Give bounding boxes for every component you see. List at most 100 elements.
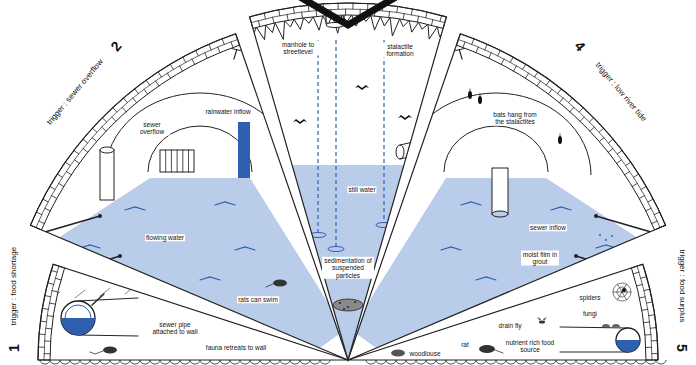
stalactite [78, 112, 84, 115]
brick-joint [74, 160, 79, 164]
brick-joint [489, 53, 492, 58]
drip-ripple [376, 223, 392, 228]
brick-joint [579, 108, 583, 112]
floor-scallop [230, 360, 240, 364]
brick-joint [644, 321, 650, 323]
wall-hatch [75, 290, 85, 298]
wall-hatch [100, 288, 110, 296]
brick-joint [617, 150, 622, 154]
brick-joint [580, 117, 584, 121]
brick-joint [83, 149, 88, 153]
floor-scallop [486, 360, 496, 364]
floor-scallop [200, 360, 210, 364]
brick-joint [46, 328, 52, 330]
water-wave [110, 282, 130, 285]
brick-joint [367, 4, 368, 10]
floor-scallop [606, 360, 616, 364]
brick-joint [633, 272, 639, 274]
sediment-patch [333, 299, 363, 311]
brick-joint [639, 196, 644, 199]
brick-joint [49, 303, 55, 304]
sector-outline [348, 34, 666, 360]
brick-joint [403, 14, 405, 20]
brick-joint [625, 171, 630, 174]
brick-joint [47, 315, 53, 317]
tunnel-arch [444, 126, 548, 172]
stalactite [531, 50, 533, 57]
brick-joint [652, 221, 657, 223]
floor-scallop [366, 360, 376, 364]
rainwater-fall [238, 122, 250, 178]
brick-joint [170, 64, 173, 69]
trigger-label: trigger : sewer overflow [44, 57, 105, 128]
callout-label: flowing water [145, 234, 185, 241]
stalactite [425, 63, 429, 69]
floor-scallop [636, 360, 646, 364]
rod-end [143, 290, 147, 294]
stalactite [234, 50, 237, 60]
callout-label: bats hang from the stalactites [488, 111, 542, 126]
brick-joint [209, 44, 211, 49]
water-surface [40, 178, 345, 362]
trigger-number: 4 [571, 37, 590, 55]
brick-joint [144, 89, 148, 94]
floor-scallop [616, 360, 626, 364]
sediment-grain [354, 301, 356, 303]
floor-scallop [240, 360, 250, 364]
brick-joint [205, 53, 208, 58]
brick-joint [50, 186, 55, 189]
floor-scallop [110, 360, 120, 364]
rat-tail [90, 351, 103, 354]
callout-label: rainwater inflow [204, 108, 251, 115]
floor-scallop [320, 360, 330, 364]
sector-illustration [50, 284, 160, 354]
bat-symbol [355, 85, 369, 90]
water-wave [125, 207, 145, 210]
brick-joint [513, 66, 516, 71]
brick-joint [338, 3, 339, 9]
grate-bar [188, 150, 189, 172]
brick-joint [287, 14, 288, 20]
sediment-grain [347, 306, 349, 308]
brick-joint [102, 127, 106, 131]
brick-joint [498, 50, 501, 55]
brick-joint [617, 160, 622, 164]
brick-joint [51, 270, 57, 272]
sector-illustration [391, 283, 640, 357]
brick-joint [652, 353, 658, 354]
stalactite [88, 97, 96, 103]
brick-joint [476, 47, 478, 53]
brick-joint [57, 174, 62, 177]
floor-scallop [100, 360, 110, 364]
pipe-rim [65, 305, 91, 331]
brick-joint [608, 139, 613, 143]
floor-scallop [476, 360, 486, 364]
stalactite [163, 50, 165, 57]
brick-joint [52, 291, 58, 292]
callout-label: nutrient rich food source [504, 339, 556, 354]
stalactite [593, 84, 596, 87]
brick-joint [279, 10, 280, 16]
fungus [612, 324, 620, 327]
pipe-bracket [92, 294, 104, 305]
water-wave [476, 277, 496, 280]
brick-joint [36, 212, 41, 215]
rat-figure [103, 347, 117, 354]
floor-scallop [526, 360, 536, 364]
stalactite [253, 55, 255, 59]
floor-scallop [150, 360, 160, 364]
floor-scallop [290, 360, 300, 364]
callout-label: rats can swim [237, 296, 279, 303]
floor-scallop [170, 360, 180, 364]
stalactite [384, 97, 390, 101]
brick-joint [639, 297, 645, 298]
hanging-bat [558, 136, 562, 144]
brick-joint [599, 128, 603, 132]
brick-band [30, 34, 239, 230]
brick-joint [45, 296, 51, 297]
brick-joint [396, 6, 398, 12]
stalactite [622, 127, 626, 128]
floor-scallop [60, 360, 70, 364]
brick-joint [485, 44, 487, 49]
